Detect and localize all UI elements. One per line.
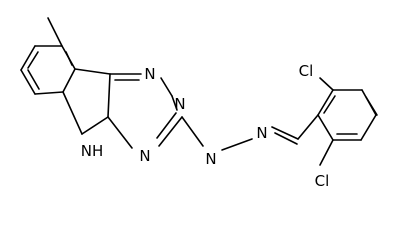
atom-label-n: N xyxy=(139,147,150,165)
methyl-bond xyxy=(47,17,63,47)
bond xyxy=(62,91,83,135)
benzene-ring-left xyxy=(20,17,76,95)
bond xyxy=(317,89,334,116)
bond xyxy=(271,126,299,140)
bond xyxy=(160,77,173,97)
bond xyxy=(171,95,178,111)
bond xyxy=(20,69,36,95)
bond xyxy=(107,116,133,149)
atom-label-cl: Cl xyxy=(315,172,330,190)
atom-label-n: N xyxy=(174,95,185,113)
bond xyxy=(27,51,39,69)
bond xyxy=(27,69,40,90)
hydrazone-linkage xyxy=(181,114,319,151)
bond xyxy=(20,45,36,71)
dichlorophenyl-ring xyxy=(317,77,378,166)
bond xyxy=(107,73,111,118)
bond xyxy=(34,91,64,95)
bond xyxy=(62,68,76,93)
bond xyxy=(365,96,378,116)
bond xyxy=(317,114,334,141)
bond xyxy=(274,132,298,145)
bond xyxy=(323,95,336,114)
bond xyxy=(156,112,177,139)
bond xyxy=(360,114,377,141)
bond xyxy=(181,116,204,147)
chlorine-bond xyxy=(319,77,334,91)
atom-label-cl: Cl xyxy=(299,62,314,80)
chlorine-bond xyxy=(319,139,334,166)
bond xyxy=(65,51,73,66)
bond xyxy=(74,68,111,75)
bond xyxy=(158,116,183,147)
atom-label-n: N xyxy=(144,65,155,83)
bond xyxy=(221,138,253,151)
atom-label-n: N xyxy=(256,124,267,142)
triazine-ring xyxy=(107,73,183,149)
bond xyxy=(81,116,109,135)
atom-labels: N N N NH N N Cl Cl xyxy=(81,62,330,190)
molecule-structure-diagram: N N N NH N N Cl Cl xyxy=(20,17,378,190)
atom-label-nh: NH xyxy=(81,142,104,160)
bond xyxy=(297,114,319,140)
atom-label-n: N xyxy=(205,150,216,168)
pyrrole-ring xyxy=(62,68,111,135)
